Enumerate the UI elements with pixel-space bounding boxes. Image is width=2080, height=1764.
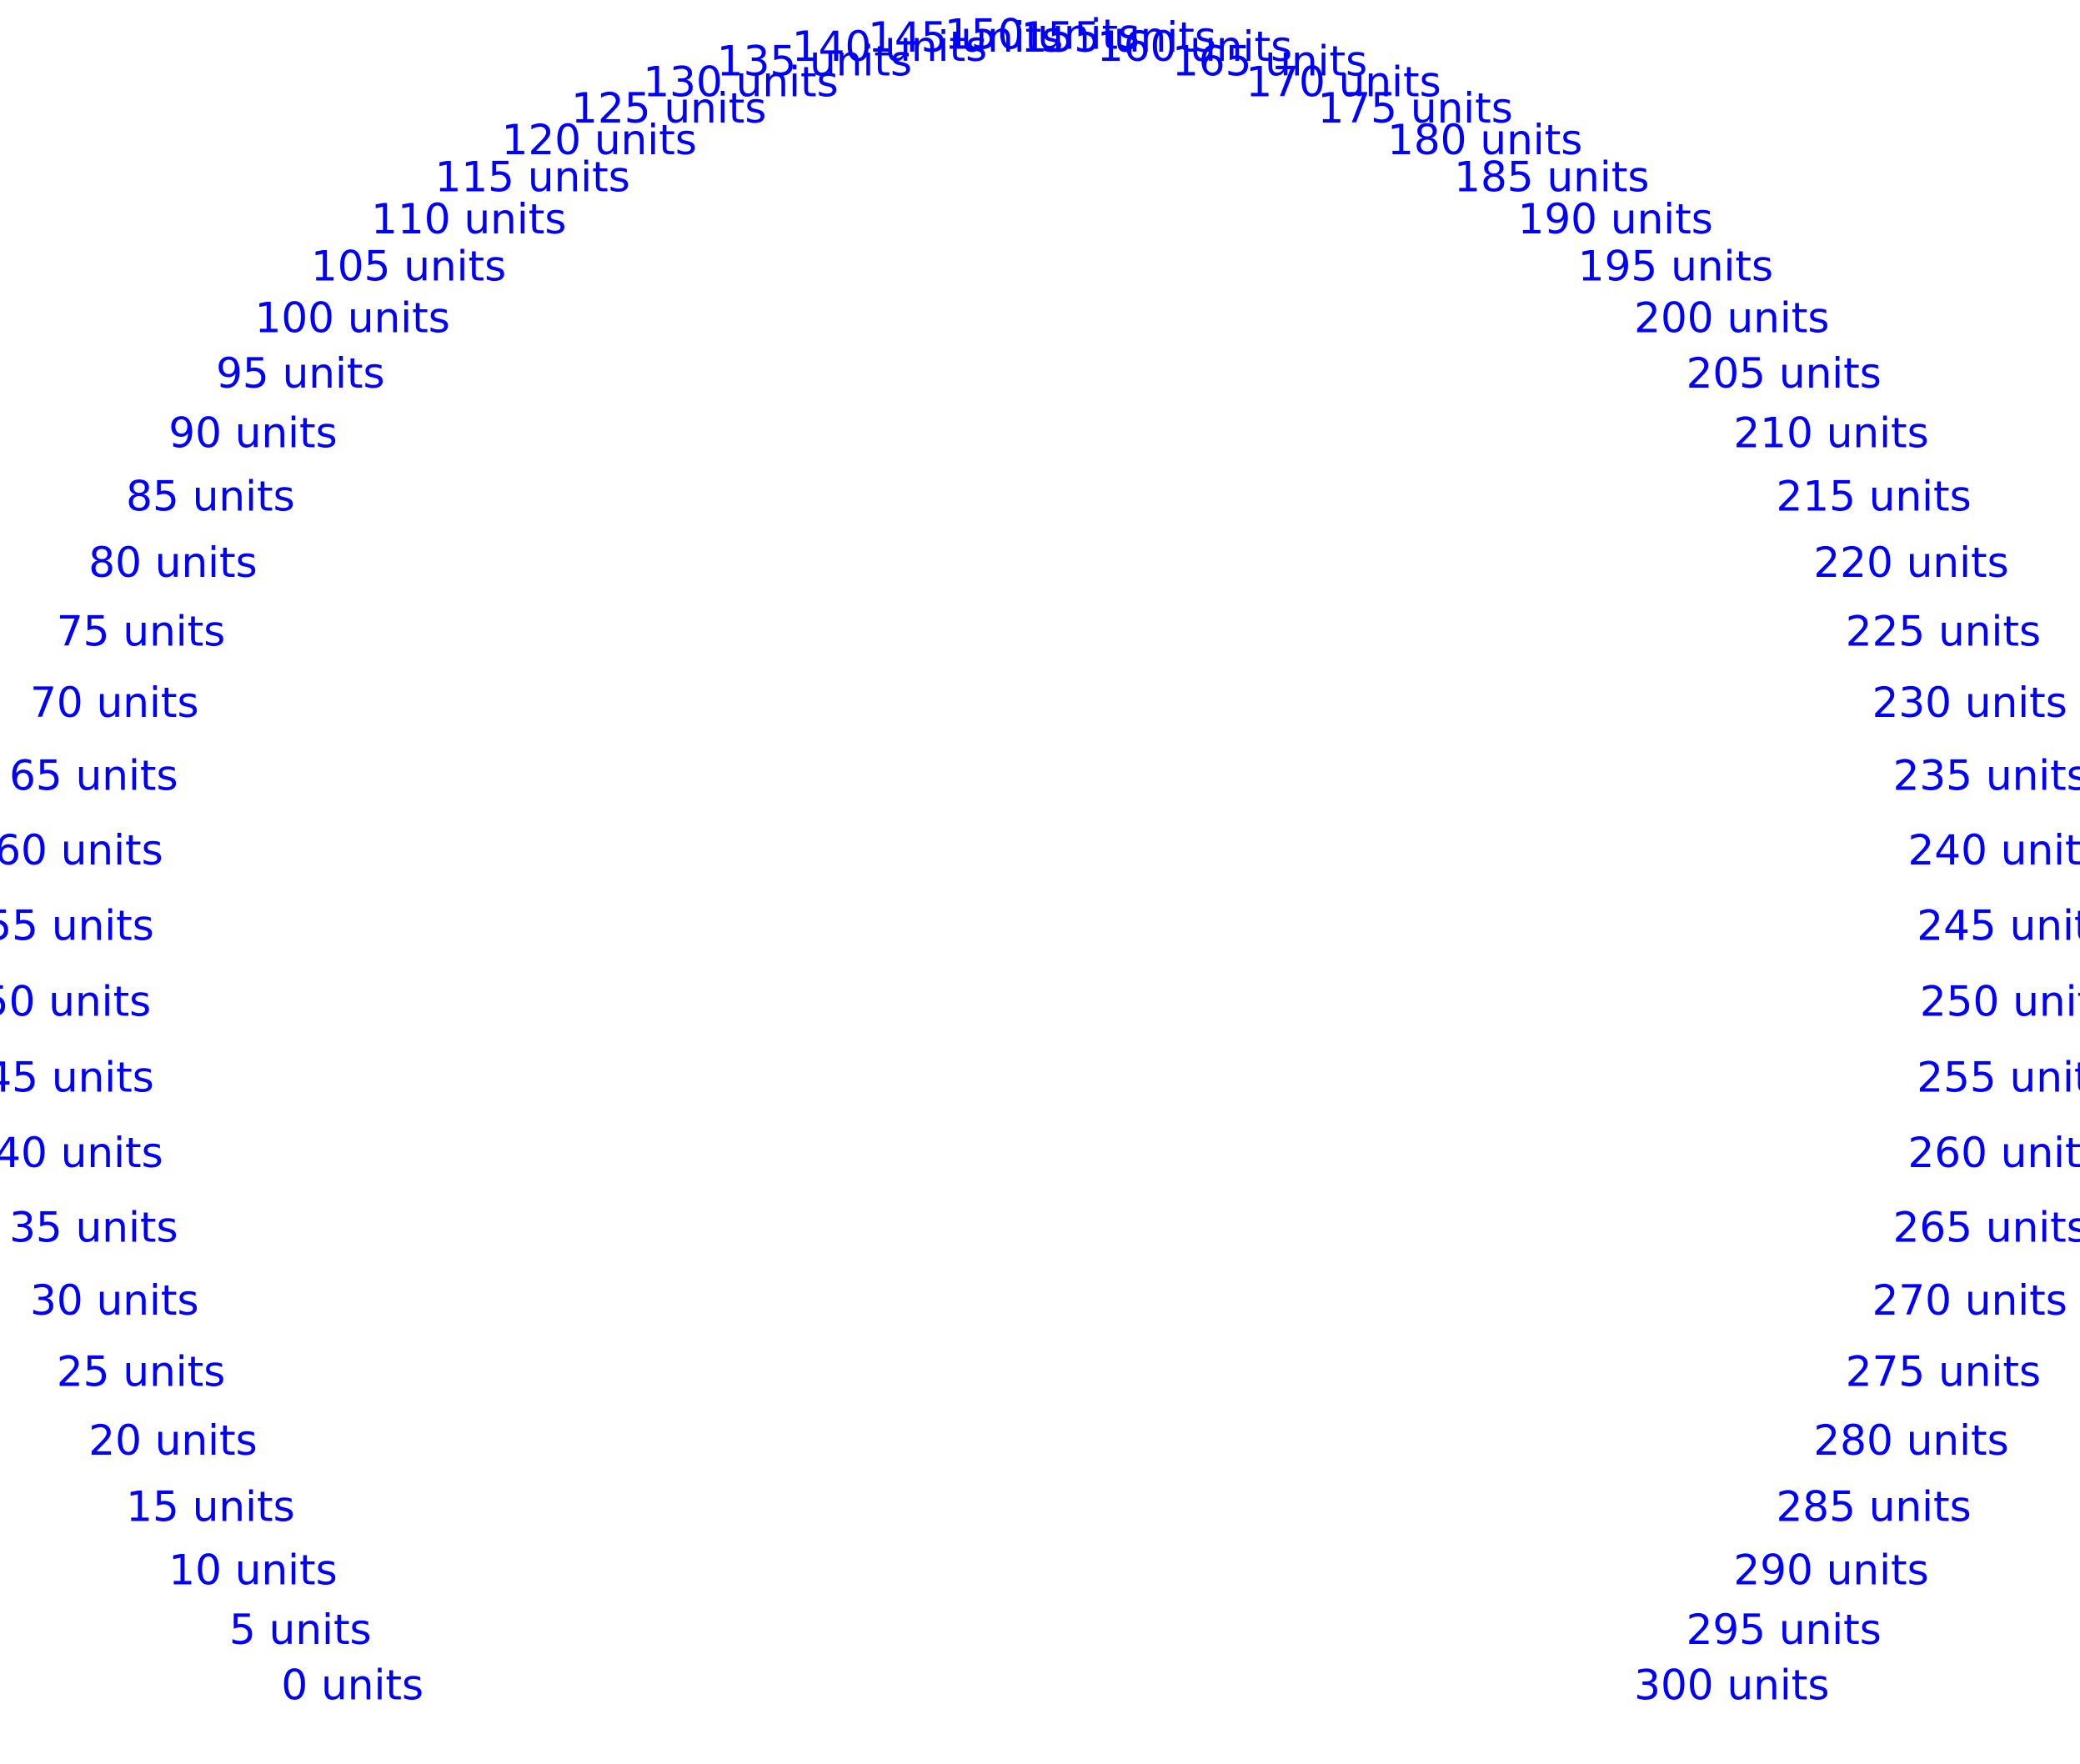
gauge-tick-label: 65 units (9, 752, 178, 800)
gauge-tick-label: 135 units (717, 38, 912, 86)
gauge-tick-label: 70 units (30, 679, 198, 727)
gauge-tick-label: 190 units (1518, 195, 1713, 243)
gauge-tick-label: 120 units (502, 116, 697, 164)
gauge-tick-label: 200 units (1634, 293, 1829, 342)
gauge-tick-label: 20 units (88, 1416, 257, 1465)
gauge-tick-label: 150 units (945, 11, 1140, 59)
gauge-tick-label: 205 units (1687, 349, 1882, 398)
gauge-tick-label: 220 units (1813, 539, 2008, 587)
gauge-tick-label: 215 units (1776, 472, 1971, 520)
gauge-tick-label: 60 units (0, 826, 163, 874)
gauge-tick-label: 265 units (1893, 1203, 2080, 1251)
gauge-tick-label: 50 units (0, 978, 151, 1026)
gauge-tick-label: 250 units (1920, 978, 2080, 1026)
gauge-tick-label: 300 units (1634, 1661, 1829, 1710)
gauge-tick-label: 235 units (1893, 752, 2080, 800)
gauge-tick-label: 295 units (1687, 1606, 1882, 1654)
gauge-tick-label: 85 units (126, 472, 294, 520)
gauge-tick-label: 285 units (1776, 1483, 1971, 1531)
gauge-tick-label: 95 units (216, 349, 384, 398)
gauge-tick-label: 290 units (1733, 1546, 1928, 1594)
tick-label-layer: 0 units 5 units 10 units 15 units 20 units 25… (0, 11, 2080, 1710)
gauge-tick-label: 245 units (1917, 902, 2080, 950)
gauge-tick-label: 125 units (571, 84, 766, 133)
gauge-tick-label: 30 units (30, 1276, 198, 1325)
gauge-tick-label: 110 units (371, 195, 566, 243)
gauge-tick-label: 260 units (1907, 1129, 2080, 1177)
gauge-tick-label: 270 units (1872, 1276, 2067, 1325)
gauge-tick-label: 105 units (311, 242, 506, 290)
gauge-tick-label: 140 units (792, 23, 987, 71)
gauge-tick-label: 10 units (168, 1546, 337, 1594)
gauge-tick-label: 280 units (1813, 1416, 2008, 1465)
gauge-tick-label: 0 units (281, 1661, 424, 1710)
gauge-tick-label: 5 units (229, 1606, 372, 1654)
gauge-tick-label: 45 units (0, 1054, 154, 1102)
gauge-tick-label: 225 units (1846, 608, 2041, 656)
gauge-tick-label: 255 units (1917, 1054, 2080, 1102)
gauge-tick-label: 195 units (1578, 242, 1773, 290)
gauge-tick-label: 40 units (0, 1129, 163, 1177)
gauge-tick-label: 275 units (1846, 1347, 2041, 1396)
gauge-tick-label: 25 units (57, 1347, 225, 1396)
gauge-tick-label: 155 units (1021, 13, 1216, 62)
gauge-tick-label: 100 units (255, 293, 450, 342)
gauge-tick-label: 35 units (9, 1203, 178, 1251)
gauge-tick-label: 80 units (88, 539, 257, 587)
gauge-tick-label: 90 units (168, 409, 337, 458)
gauge-tick-label: 240 units (1907, 826, 2080, 874)
gauge-tick-label: 165 units (1172, 38, 1367, 86)
gauge-tick-label: 15 units (126, 1483, 294, 1531)
gauge-tick-label: 75 units (57, 608, 225, 656)
gauge-tick-label: 210 units (1733, 409, 1928, 458)
gauge-tick-label: 180 units (1387, 116, 1582, 164)
gauge-tick-label: 170 units (1245, 58, 1441, 106)
gauge-tick-label: 130 units (643, 58, 838, 106)
gauge-tick-label: 55 units (0, 902, 154, 950)
gauge-tick-label: 115 units (435, 153, 630, 201)
gauge-tick-label: 230 units (1872, 679, 2067, 727)
gauge-tick-label: 145 units (868, 13, 1063, 62)
gauge-tick-label: 185 units (1454, 153, 1649, 201)
gauge-tick-label: 160 units (1097, 23, 1292, 71)
gauge-tick-label: 175 units (1318, 84, 1513, 133)
